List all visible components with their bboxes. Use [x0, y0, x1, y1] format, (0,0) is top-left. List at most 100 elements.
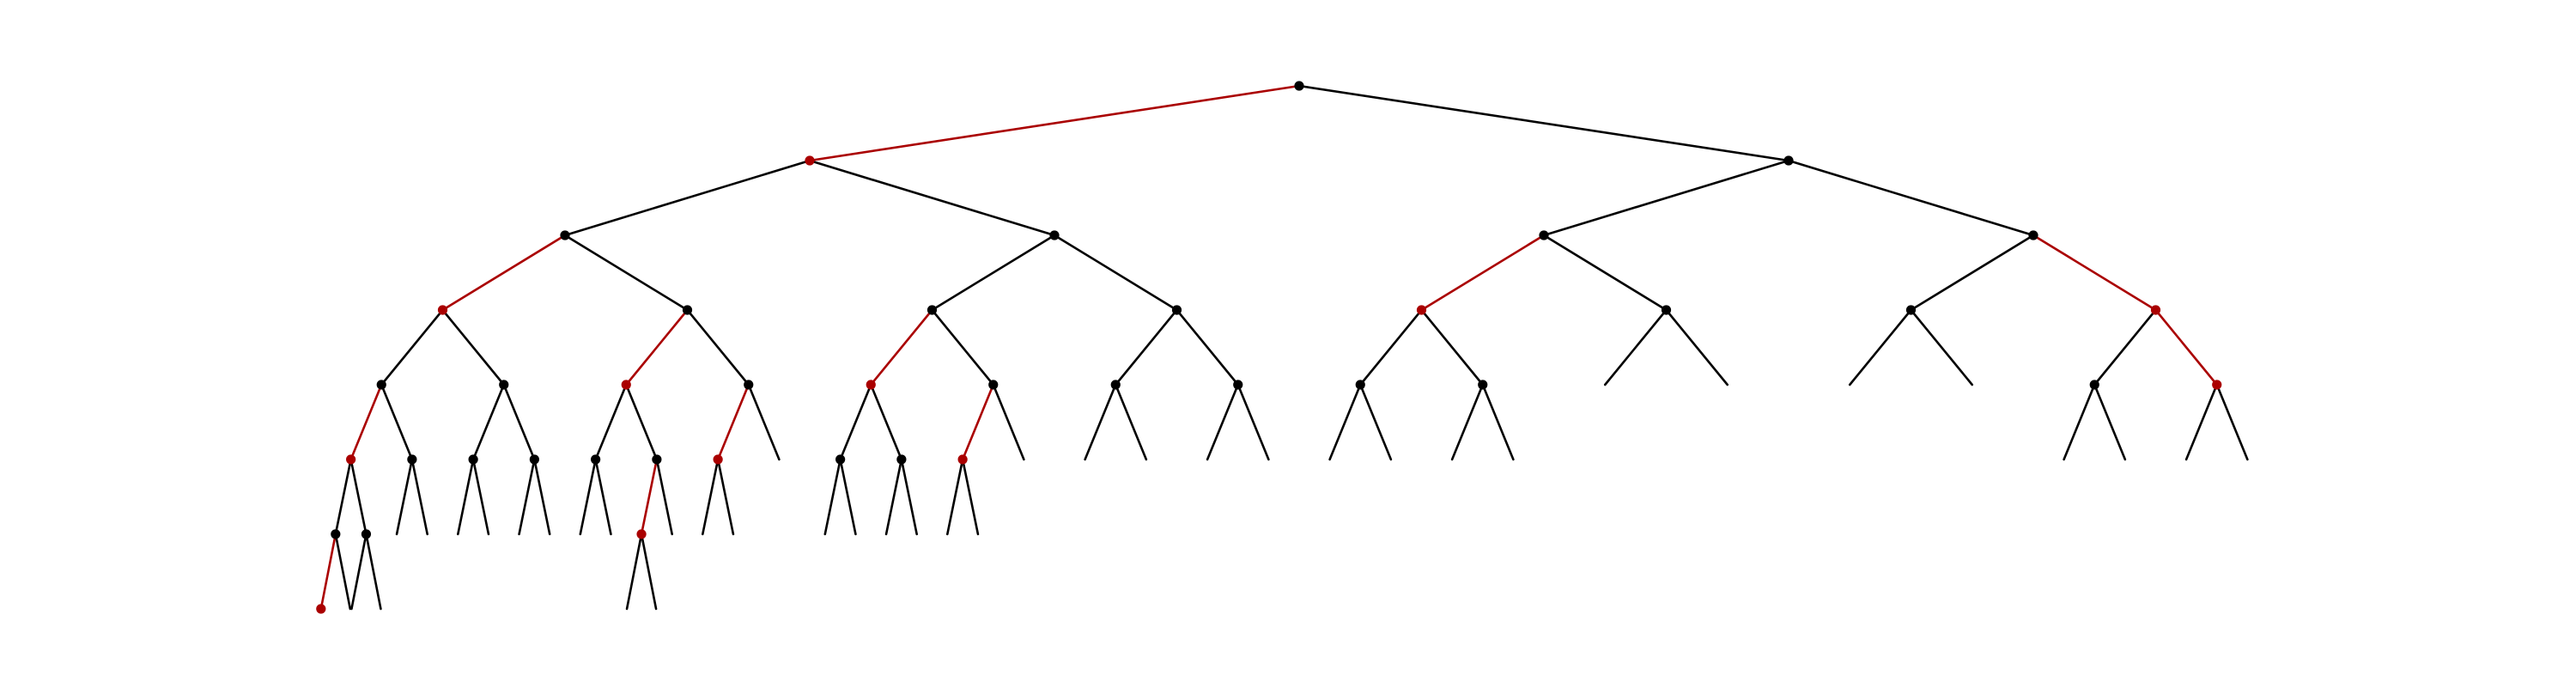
edge-RRRR-RRRRL: [2184, 383, 2219, 461]
edge-LRLL-LRLLL: [839, 383, 872, 461]
node-LRLR: [988, 380, 999, 390]
edge-LLLLLR-LLLLLRR: [365, 532, 382, 611]
edge-RLLR-RLLRR: [1481, 383, 1515, 461]
edge-LLR-LLRL-highlighted: [624, 308, 689, 386]
edge-LRRL-LRRLL: [1084, 383, 1117, 461]
edge-LLRLL-LLRLLL: [579, 458, 597, 536]
edge-LRLLL-LRLLLL: [823, 458, 841, 536]
edge-LRLLL-LRLLLR: [839, 458, 857, 536]
node-RR: [2028, 230, 2038, 240]
node-LLRRL-highlighted: [713, 454, 723, 465]
edge-LLLLL-LLLLLR: [349, 458, 368, 536]
edge-RRRL-RRRLR: [2093, 383, 2127, 461]
edge-LL-LLR: [563, 234, 689, 312]
edge-LLLR-LLLRR: [502, 383, 536, 461]
edge-LLRR-LLRRL-highlighted: [716, 383, 750, 461]
node-RRRL: [2089, 380, 2099, 390]
edge-LL-LLL-highlighted: [441, 234, 567, 312]
edge-RLL-RLLR: [1420, 308, 1485, 386]
edge-LRL-LRLR: [931, 308, 995, 386]
edge-LLRL-LLRLL: [594, 383, 628, 461]
node-RRL: [1905, 305, 1917, 315]
node-LLRLR: [652, 454, 662, 465]
node-RLLL: [1355, 380, 1365, 390]
edge-RRRL-RRRLL: [2063, 383, 2096, 461]
edge-LLLLL-LLLLLL: [334, 458, 352, 536]
node-RLLR: [1478, 380, 1488, 390]
edge-RR-RRL: [1910, 234, 2035, 312]
node-LLLLLLL-highlighted: [316, 604, 326, 614]
node-LLLL: [376, 380, 386, 390]
node-LLRLRL-highlighted: [636, 529, 647, 539]
node-root: [1294, 81, 1304, 91]
edge-LLLLLL-LLLLLLL-highlighted: [319, 532, 337, 611]
node-LLR: [682, 305, 693, 315]
edge-root-R: [1297, 84, 1790, 162]
node-LRRR: [1233, 380, 1243, 390]
node-LRLL-highlighted: [866, 380, 876, 390]
edge-R-RL: [1542, 159, 1790, 237]
edge-LLLLR-LLLLRL: [395, 458, 414, 536]
node-LLLLR: [407, 454, 417, 465]
edge-LRL-LRLL-highlighted: [869, 308, 933, 386]
edge-L-LL: [563, 159, 811, 237]
edge-LRLLR-LRLLRL: [884, 458, 903, 536]
edge-LRRR-LRRRR: [1236, 383, 1270, 461]
edge-RR-RRR-highlighted: [2032, 234, 2157, 312]
edge-LRLLR-LRLLRR: [900, 458, 918, 536]
edge-LLLRL-LLLRLL: [457, 458, 475, 536]
edge-LLRLRL-LLRLRLR: [640, 532, 658, 611]
node-LLLLL-highlighted: [346, 454, 356, 465]
edge-LLLLR-LLLLRR: [410, 458, 428, 536]
edge-LLRLR-LLRLRR: [655, 458, 673, 536]
edge-LLLLLL-LLLLLLR: [334, 532, 352, 611]
edges-layer: [319, 84, 2249, 611]
edge-L-LR: [808, 159, 1056, 237]
edge-LRLRL-LRLRLL: [946, 458, 964, 536]
node-L-highlighted: [805, 155, 815, 166]
edge-RRL-RRLL: [1848, 308, 1912, 386]
edge-LLRLL-LLRLLR: [594, 458, 612, 536]
node-LLLLLR: [361, 529, 372, 539]
edge-LLRLRL-LLRLRLL: [625, 532, 643, 611]
edge-LLLLLR-LLLLLRL: [350, 532, 368, 611]
node-LRL: [927, 305, 938, 315]
node-RLL-highlighted: [1416, 305, 1427, 315]
node-LLLLLL: [331, 529, 341, 539]
edge-RLLR-RLLRL: [1450, 383, 1485, 461]
edge-LLL-LLLR: [441, 308, 506, 386]
node-RLR: [1661, 305, 1672, 315]
edge-LRLRL-LRLRLR: [961, 458, 980, 536]
edge-LRR-LRRR: [1176, 308, 1240, 386]
edge-RLR-RLRL: [1603, 308, 1668, 386]
node-LLRLL: [591, 454, 601, 465]
edge-LLLRR-LLLRRL: [518, 458, 536, 536]
node-LLRR: [744, 380, 754, 390]
edge-LRLR-LRLRL-highlighted: [961, 383, 995, 461]
edge-LLRL-LLRLR: [624, 383, 659, 461]
node-R: [1783, 155, 1794, 166]
edge-RLLL-RLLLL: [1328, 383, 1362, 461]
node-RL: [1539, 230, 1549, 240]
nodes-layer: [316, 81, 2222, 614]
edge-root-L-highlighted: [808, 84, 1301, 162]
edge-RRR-RRRL: [2093, 308, 2157, 386]
edge-LLLL-LLLLL-highlighted: [349, 383, 383, 461]
edge-RL-RLL-highlighted: [1420, 234, 1546, 312]
node-LLLRR: [529, 454, 539, 465]
node-LRLLR: [896, 454, 907, 465]
node-LRRL: [1110, 380, 1121, 390]
edge-LLLR-LLLRL: [471, 383, 506, 461]
edge-LLRLR-LLRLRL-highlighted: [640, 458, 659, 536]
node-RRRR-highlighted: [2212, 380, 2222, 390]
node-RRR-highlighted: [2150, 305, 2161, 315]
edge-LRRL-LRRLR: [1114, 383, 1148, 461]
node-LRLLL: [835, 454, 846, 465]
edge-RLR-RLRR: [1665, 308, 1729, 386]
edge-LLRR-LLRRR: [747, 383, 781, 461]
edge-RRL-RRLR: [1910, 308, 1974, 386]
edge-RLL-RLLL: [1358, 308, 1423, 386]
edge-LLLL-LLLLR: [380, 383, 414, 461]
